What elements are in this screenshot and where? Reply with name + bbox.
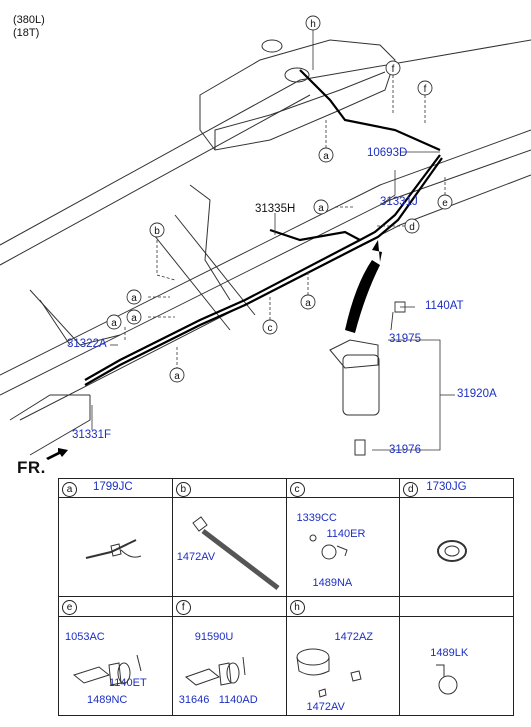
legend-cell-b-body: 1472AV — [171, 497, 287, 598]
front-arrow-icon — [46, 448, 68, 460]
label-1140AT: 1140AT — [425, 300, 464, 312]
cable-tie-icon — [85, 539, 142, 560]
hose-clip-icon — [192, 516, 280, 591]
legend-cell-h-body: 1472AZ 1472AV — [285, 615, 401, 717]
callout-f: f — [392, 64, 395, 75]
legend-cell-d-body — [399, 497, 514, 598]
callout-a: a — [111, 318, 117, 329]
part-1140ER: 1140ER — [326, 528, 366, 541]
legend-cell-a-body — [58, 497, 173, 598]
callout-b: b — [154, 226, 160, 237]
front-direction-label: FR. — [17, 458, 46, 477]
tonnage-label: (18T) — [13, 27, 40, 39]
callout-a: a — [318, 203, 324, 214]
capacity-label: (380L) — [13, 14, 45, 26]
label-31335H: 31335H — [255, 203, 296, 215]
legend-cell-e-header: e — [58, 596, 173, 617]
callout-a: a — [305, 298, 311, 309]
part-1489NC: 1489NC — [87, 693, 128, 706]
part-1472AZ: 1472AZ — [334, 630, 374, 643]
part-1053AC: 1053AC — [65, 630, 105, 643]
legend-cell-blank-header — [399, 596, 514, 617]
legend-cell-c-body: 1339CC 1140ER 1489NA — [285, 497, 401, 598]
p-clip-icon — [436, 664, 458, 695]
callout-f: f — [424, 84, 427, 95]
legend-cell-blank-body: 1489LK — [399, 615, 514, 717]
part-1472AV: 1472AV — [306, 700, 345, 713]
callout-c: c — [268, 323, 273, 334]
part-1489NA: 1489NA — [312, 577, 353, 590]
legend-cell-b-header: b — [171, 477, 287, 499]
grommet-icon — [437, 540, 468, 563]
legend-cell-f-header: f — [171, 596, 287, 617]
part-1489LK: 1489LK — [430, 646, 469, 659]
pipe-clamp-icon — [309, 534, 348, 560]
callout-a: a — [323, 151, 329, 162]
label-31331F: 31331F — [72, 429, 112, 441]
bracket-clamp-icon — [72, 654, 142, 686]
label-10693D: 10693D — [367, 147, 408, 159]
filler-cap-icon — [296, 648, 362, 698]
bracket-clamp-icon — [184, 656, 246, 686]
legend-cell-h-header: h — [285, 596, 401, 617]
part-1472AV: 1472AV — [176, 551, 216, 564]
callout-a: a — [131, 313, 137, 324]
part-91590U: 91590U — [194, 630, 234, 643]
legend-cell-e-body: 1053AC 1140ET 1489NC — [58, 615, 173, 717]
callout-h: h — [310, 19, 316, 30]
legend-cell-f-body: 91590U 31646 1140AD — [171, 615, 287, 717]
label-31331J: 31331J — [380, 196, 418, 208]
part-31646: 31646 — [178, 693, 210, 706]
fuel-line-diagram: h a f f e a d b a a a a c a — [0, 15, 531, 456]
callout-a: a — [174, 371, 180, 382]
part-1140AD: 1140AD — [218, 693, 258, 706]
label-31975: 31975 — [389, 333, 421, 345]
label-31920A: 31920A — [457, 388, 497, 400]
part-1339CC: 1339CC — [296, 512, 337, 525]
legend-cell-c-header: c — [285, 477, 401, 499]
callout-e: e — [442, 198, 448, 209]
label-31322A: 31322A — [67, 338, 107, 350]
callout-d: d — [409, 222, 415, 233]
label-31976: 31976 — [389, 444, 421, 456]
part-1140ET: 1140ET — [109, 676, 147, 689]
callout-a: a — [131, 293, 137, 304]
